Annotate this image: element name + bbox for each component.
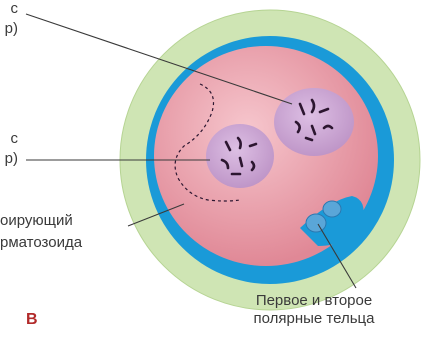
- label-tail-2: рматозоида: [0, 234, 82, 252]
- panel-letter: В: [26, 311, 38, 329]
- label-polar-bodies: Первое и второе полярные тельца: [210, 292, 418, 328]
- label-mid-left-1: с: [0, 130, 18, 148]
- polar-body-2: [323, 201, 341, 217]
- label-mid-left-2: р): [0, 150, 18, 168]
- female-pronucleus: [274, 88, 354, 156]
- label-top-left-2: р): [0, 20, 18, 38]
- label-top-left-1: с: [0, 0, 18, 18]
- label-tail-1: оирующий: [0, 212, 73, 230]
- polar-body-1: [306, 214, 326, 232]
- male-pronucleus: [206, 124, 274, 188]
